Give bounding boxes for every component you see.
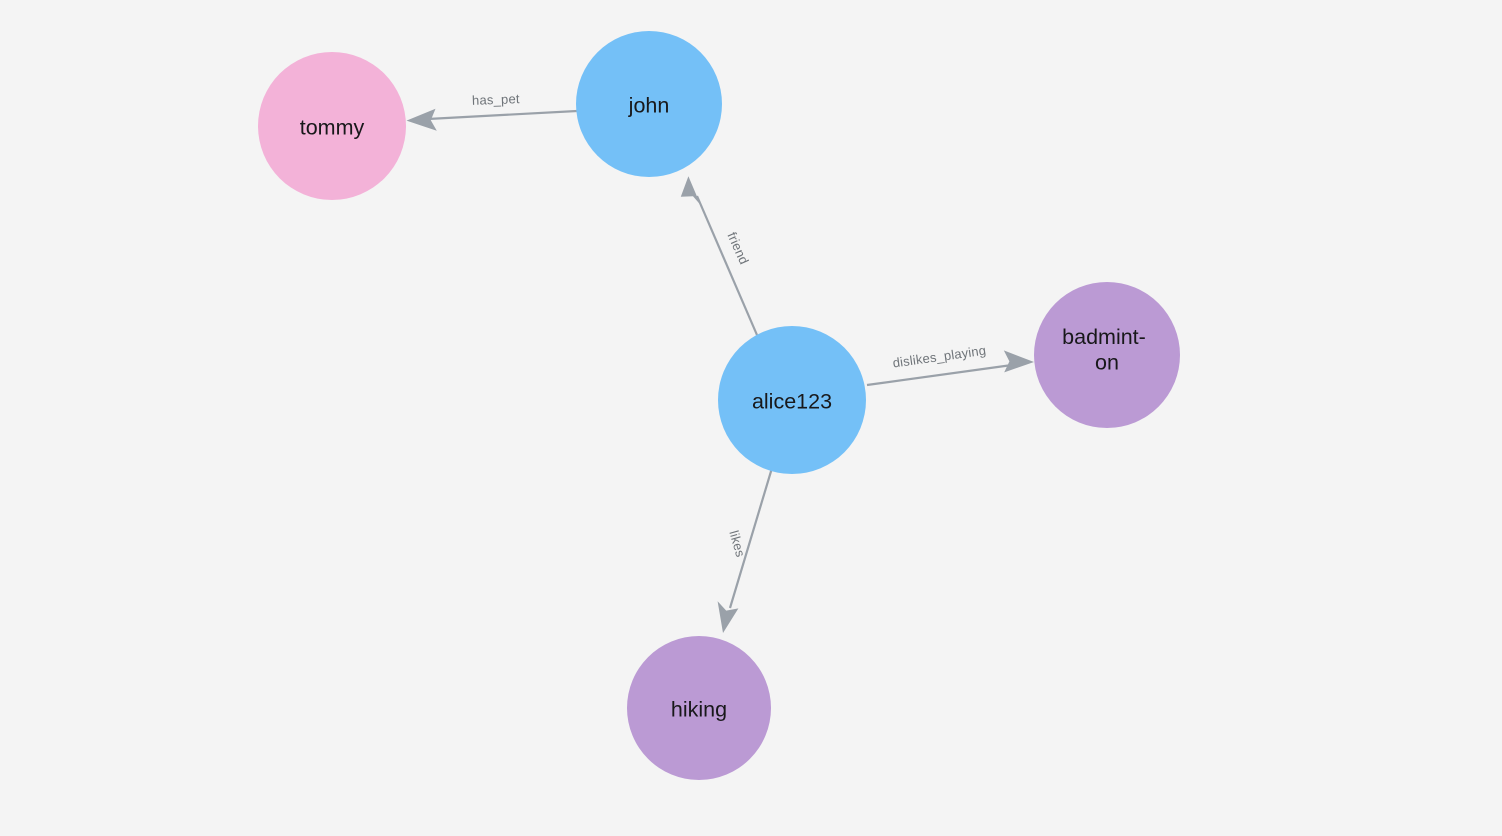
edge-likes-line [728, 467, 774, 609]
edge-likes-arrowhead [717, 601, 739, 633]
edge-dislikes-playing[interactable]: dislikes_playing [866, 343, 1034, 387]
edge-has-pet-label: has_pet [472, 91, 520, 108]
edge-friend-arrowhead [680, 176, 701, 205]
edge-friend[interactable]: friend [680, 176, 759, 336]
edge-layer: has_pet friend dislikes_playing likes [406, 91, 1034, 633]
node-tommy-label: tommy [300, 116, 365, 140]
edge-dislikes-playing-line [866, 363, 1013, 387]
edge-dislikes-playing-arrowhead [1003, 350, 1034, 373]
node-john-label: john [628, 94, 670, 118]
node-hiking-label: hiking [671, 698, 727, 722]
edge-friend-line [695, 195, 759, 336]
node-badminton[interactable]: badmint- on [1034, 282, 1180, 428]
node-layer: tommy john alice123 badmint- on [258, 31, 1180, 780]
node-badminton-label: badmint- on [1062, 325, 1152, 374]
node-alice123-circle[interactable] [718, 326, 866, 474]
node-alice123-label: alice123 [752, 390, 832, 414]
node-tommy-circle[interactable] [258, 52, 406, 200]
node-john-circle[interactable] [576, 31, 722, 177]
edge-has-pet-arrowhead [406, 108, 437, 131]
node-hiking[interactable]: hiking [627, 636, 771, 780]
node-badminton-label-line-1: badmint- [1062, 325, 1146, 349]
edge-has-pet[interactable]: has_pet [406, 91, 578, 131]
edge-friend-label: friend [724, 230, 751, 267]
node-badminton-circle[interactable] [1034, 282, 1180, 428]
edge-likes-label: likes [726, 529, 748, 559]
edge-likes[interactable]: likes [717, 467, 774, 633]
node-alice123[interactable]: alice123 [718, 326, 866, 474]
node-tommy[interactable]: tommy [258, 52, 406, 200]
edge-has-pet-line [427, 109, 578, 121]
node-hiking-circle[interactable] [627, 636, 771, 780]
node-john[interactable]: john [576, 31, 722, 177]
node-badminton-label-line-2: on [1095, 350, 1119, 374]
edge-dislikes-playing-label: dislikes_playing [892, 343, 987, 371]
